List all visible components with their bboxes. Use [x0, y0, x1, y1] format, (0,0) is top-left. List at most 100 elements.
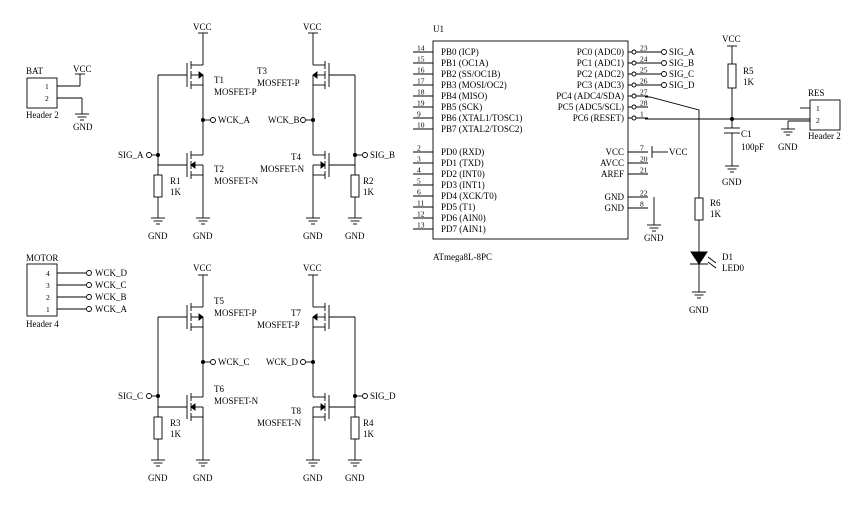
- mcu-left-pin-num: 11: [417, 199, 424, 208]
- motor-wck-b: WCK_B: [95, 292, 127, 302]
- mcu-left-pin-name: PD3 (INT1): [441, 180, 485, 190]
- mcu-right-pin-name: GND: [605, 203, 625, 213]
- t6-sig-c: SIG_C: [118, 391, 143, 401]
- mcu-left-pin-name: PD7 (AIN1): [441, 224, 486, 234]
- mcu-sig-d: SIG_D: [669, 80, 695, 90]
- r1-gnd: GND: [148, 231, 168, 241]
- r4-value: 1K: [363, 429, 375, 439]
- motor-pin-1: 1: [46, 305, 50, 314]
- mcu-right-pin-name: AREF: [601, 169, 624, 179]
- mcu-left-pin-num: 19: [417, 99, 425, 108]
- motor-pin-4: 4: [46, 269, 50, 278]
- mcu-left-pin-num: 2: [417, 144, 421, 153]
- mcu-left-pin-name: PB1 (OC1A): [441, 58, 488, 68]
- t2-sig-a: SIG_A: [118, 150, 144, 160]
- t5-type: MOSFET-P: [214, 308, 257, 318]
- mcu-left-pin-num: 5: [417, 177, 421, 186]
- t1-ref: T1: [214, 75, 224, 85]
- t5-vcc-label: VCC: [193, 263, 212, 273]
- mcu-left-pin-num: 4: [417, 166, 421, 175]
- mcu-ref: U1: [433, 24, 444, 34]
- mcu-sig-a: SIG_A: [669, 47, 695, 57]
- mcu-left-pin-num: 3: [417, 155, 421, 164]
- t3-type: MOSFET-P: [257, 78, 300, 88]
- mcu-left-pin-name: PD2 (INT0): [441, 169, 485, 179]
- mcu-left-pin-num: 6: [417, 188, 421, 197]
- bat-type: Header 2: [26, 110, 59, 120]
- r6-ref: R6: [710, 198, 721, 208]
- mcu-gnd-label: GND: [644, 233, 664, 243]
- mcu-right-pin-num: 1: [640, 110, 644, 119]
- mcu-right-pin-num: 21: [640, 166, 648, 175]
- bat-pin-2: 2: [45, 94, 49, 103]
- t6-type: MOSFET-N: [214, 396, 259, 406]
- bat-pin-1: 1: [45, 82, 49, 91]
- motor-label: MOTOR: [26, 253, 58, 263]
- motor-pin-3: 3: [46, 281, 50, 290]
- mcu-left-pin-num: 10: [417, 121, 425, 130]
- r4-ref: R4: [363, 418, 374, 428]
- mcu-left-pin-num: 14: [417, 44, 425, 53]
- mcu-sig-b: SIG_B: [669, 58, 694, 68]
- r2-gnd: GND: [345, 231, 365, 241]
- mcu-left-pin-num: 13: [417, 221, 425, 230]
- t3-wck-b: WCK_B: [268, 115, 300, 125]
- mcu-sig-ports: SIG_A SIG_B SIG_C SIG_D: [661, 47, 695, 90]
- mcu-left-pin-name: PB7 (XTAL2/TOSC2): [441, 124, 522, 134]
- c1-gnd: GND: [722, 177, 742, 187]
- mcu-right-pin-num: 28: [640, 99, 648, 108]
- mcu-left-pin-num: 12: [417, 210, 425, 219]
- mcu-right-pin-num: 27: [640, 88, 648, 97]
- bat-gnd-label: GND: [73, 122, 93, 132]
- r3-value: 1K: [170, 429, 182, 439]
- mcu-left-pin-name: PD4 (XCK/T0): [441, 191, 497, 201]
- t1-wck-a: WCK_A: [218, 115, 250, 125]
- mcu-left-pin-name: PB0 (ICP): [441, 47, 479, 57]
- t6-ref: T6: [214, 384, 224, 394]
- t8-ref: T8: [291, 406, 301, 416]
- bat-header: BAT 1 2 Header 2 VCC GND: [26, 64, 93, 132]
- mcu-right-pin-num: 26: [640, 77, 648, 86]
- res-gnd: GND: [778, 142, 798, 152]
- mcu-right-pin-num: 22: [640, 189, 648, 198]
- d1-ref: D1: [722, 252, 733, 262]
- res-type: Header 2: [808, 131, 841, 141]
- mcu-right-pin-num: 24: [640, 55, 648, 64]
- r5-value: 1K: [743, 77, 755, 87]
- t1-vcc-label: VCC: [193, 22, 212, 32]
- mcu-left-pin-name: PB4 (MISO): [441, 91, 487, 101]
- mcu-left-pin-name: PD0 (RXD): [441, 147, 484, 157]
- res-pin-2: 2: [816, 116, 820, 125]
- mcu-right-pin-name: PC4 (ADC4/SDA): [556, 91, 624, 101]
- r5-vcc-label: VCC: [722, 34, 741, 44]
- mcu-right-pin-num: 23: [640, 44, 648, 53]
- mcu-right-pin-name: PC2 (ADC2): [577, 69, 624, 79]
- motor-header: MOTOR 4 3 2 1 Header 4 WCK_D WCK_C WCK_B…: [26, 253, 127, 329]
- t5-ref: T5: [214, 296, 224, 306]
- mcu-right-pin-name: PC0 (ADC0): [577, 47, 624, 57]
- t2-gnd: GND: [193, 231, 213, 241]
- mcu-right-pin-name: PC5 (ADC5/SCL): [558, 102, 624, 112]
- mcu-left-pin-num: 18: [417, 88, 425, 97]
- t4-sig-b: SIG_B: [370, 150, 395, 160]
- r3-gnd: GND: [148, 473, 168, 483]
- d1-gnd: GND: [689, 305, 709, 315]
- led-network: R6 1K D1 LED0 GND: [645, 96, 744, 315]
- c1-value: 100pF: [741, 142, 764, 152]
- bridge-d: VCC T7 MOSFET-P WCK_D T8 MOSFET-N SIG_D …: [257, 263, 396, 483]
- t5-wck-c: WCK_C: [218, 357, 250, 367]
- mcu-left-pin-name: PB5 (SCK): [441, 102, 482, 112]
- t2-ref: T2: [214, 164, 224, 174]
- res-label: RES: [808, 88, 825, 98]
- r5-ref: R5: [743, 66, 754, 76]
- t3-ref: T3: [257, 66, 267, 76]
- c1-ref: C1: [741, 129, 752, 139]
- mcu-left-pin-name: PB2 (SS/OC1B): [441, 69, 500, 79]
- t8-gnd: GND: [303, 473, 323, 483]
- r2-value: 1K: [363, 187, 375, 197]
- t6-gnd: GND: [193, 473, 213, 483]
